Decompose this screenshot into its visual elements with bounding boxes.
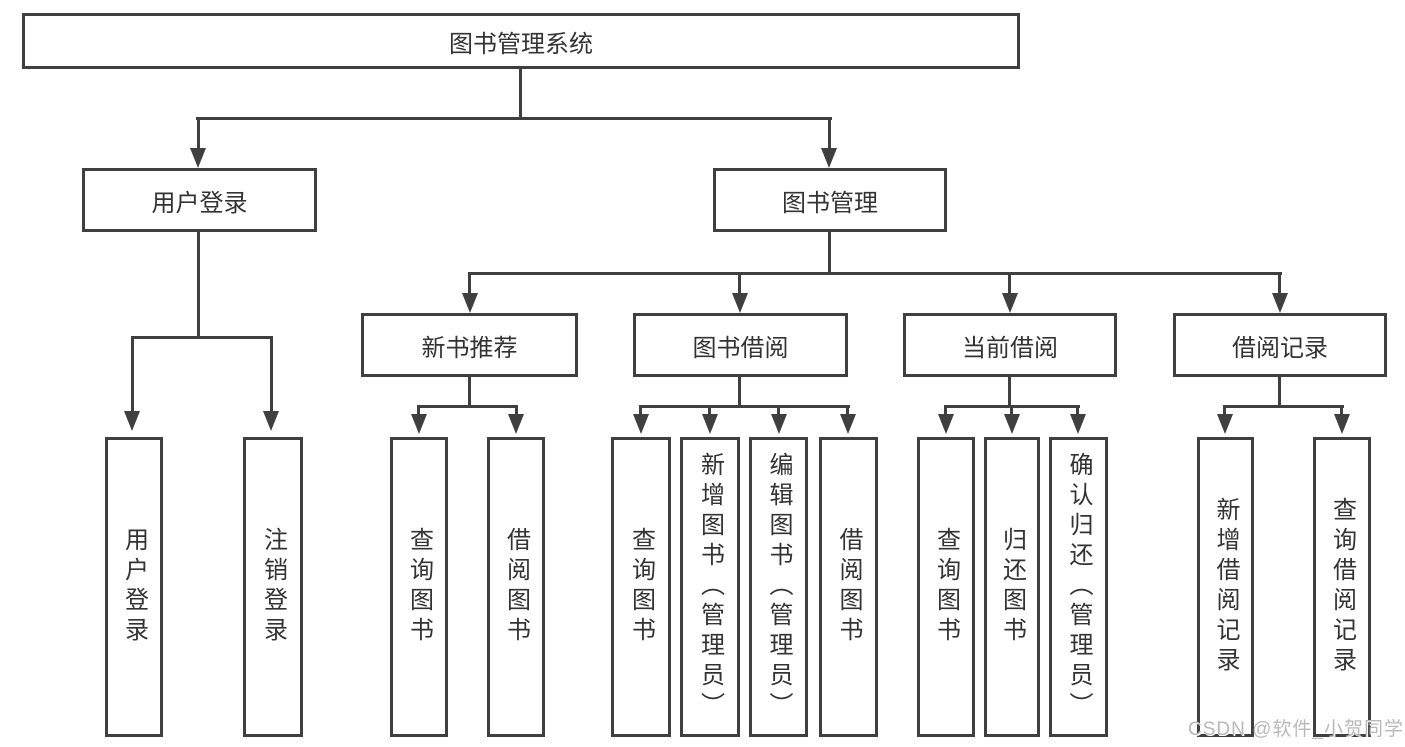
connector-line bbox=[417, 405, 518, 408]
arrow-down-icon bbox=[190, 148, 206, 168]
leaf-query-books: 查询图书 bbox=[390, 437, 448, 737]
arrow-down-icon bbox=[462, 293, 478, 313]
leaf-logout: 注销登录 bbox=[243, 437, 303, 737]
leaf-query-books: 查询图书 bbox=[917, 437, 975, 737]
connector-line bbox=[417, 405, 420, 416]
connector-line bbox=[738, 377, 741, 405]
connector-line bbox=[828, 117, 831, 150]
arrow-down-icon bbox=[1334, 414, 1350, 434]
arrow-down-icon bbox=[508, 414, 524, 434]
node-borrow-records: 借阅记录 bbox=[1173, 313, 1387, 377]
connector-line bbox=[519, 69, 522, 117]
node-new-book-recommend: 新书推荐 bbox=[361, 313, 578, 377]
connector-line bbox=[131, 336, 134, 413]
connector-line bbox=[708, 405, 711, 416]
arrow-down-icon bbox=[840, 414, 856, 434]
watermark: CSDN @软件_小贺同学 bbox=[1188, 719, 1404, 740]
connector-line bbox=[1340, 405, 1343, 416]
node-book-management: 图书管理 bbox=[713, 168, 947, 232]
arrow-down-icon bbox=[938, 414, 954, 434]
leaf-user-login: 用户登录 bbox=[105, 437, 163, 737]
connector-line bbox=[197, 117, 200, 150]
arrow-down-icon bbox=[124, 411, 140, 431]
connector-line bbox=[1076, 405, 1079, 416]
leaf-borrow-books: 借阅图书 bbox=[487, 437, 545, 737]
arrow-down-icon bbox=[1217, 414, 1233, 434]
leaf-borrow-books: 借阅图书 bbox=[819, 437, 878, 737]
connector-line bbox=[1223, 405, 1226, 416]
connector-line bbox=[131, 336, 273, 339]
connector-line bbox=[1278, 272, 1281, 295]
leaf-query-books: 查询图书 bbox=[611, 437, 671, 737]
arrow-down-icon bbox=[263, 411, 279, 431]
connector-line bbox=[515, 405, 518, 416]
arrow-down-icon bbox=[1004, 414, 1020, 434]
arrow-down-icon bbox=[1070, 414, 1086, 434]
connector-line bbox=[639, 405, 642, 416]
arrow-down-icon bbox=[732, 293, 748, 313]
connector-line bbox=[468, 272, 1282, 275]
arrow-down-icon bbox=[633, 414, 649, 434]
connector-line bbox=[270, 336, 273, 413]
connector-line bbox=[196, 117, 832, 120]
node-book-borrow: 图书借阅 bbox=[633, 313, 848, 377]
arrow-down-icon bbox=[1272, 293, 1288, 313]
leaf-add-book-admin: 新增图书（管理员） bbox=[680, 437, 740, 737]
connector-line bbox=[846, 405, 849, 416]
connector-line bbox=[639, 405, 850, 408]
leaf-return-book: 归还图书 bbox=[984, 437, 1040, 737]
connector-line bbox=[468, 272, 471, 295]
connector-line bbox=[777, 405, 780, 416]
leaf-add-borrow-record: 新增借阅记录 bbox=[1197, 437, 1254, 737]
arrow-down-icon bbox=[821, 148, 837, 168]
connector-line bbox=[1008, 377, 1011, 405]
node-library-system: 图书管理系统 bbox=[22, 13, 1020, 69]
leaf-edit-book-admin: 编辑图书（管理员） bbox=[749, 437, 808, 737]
arrow-down-icon bbox=[1002, 293, 1018, 313]
node-user-login: 用户登录 bbox=[82, 168, 317, 232]
arrow-down-icon bbox=[411, 414, 427, 434]
leaf-confirm-return-admin: 确认归还（管理员） bbox=[1049, 437, 1108, 737]
connector-line bbox=[197, 232, 200, 336]
connector-line bbox=[1223, 405, 1344, 408]
connector-line bbox=[738, 272, 741, 295]
connector-line bbox=[1010, 405, 1013, 416]
connector-line bbox=[1008, 272, 1011, 295]
connector-line bbox=[468, 377, 471, 405]
connector-line bbox=[944, 405, 947, 416]
connector-line bbox=[828, 232, 831, 272]
arrow-down-icon bbox=[702, 414, 718, 434]
connector-line bbox=[1278, 377, 1281, 405]
leaf-query-borrow-record: 查询借阅记录 bbox=[1313, 437, 1371, 737]
node-current-borrow: 当前借阅 bbox=[903, 313, 1117, 377]
arrow-down-icon bbox=[771, 414, 787, 434]
